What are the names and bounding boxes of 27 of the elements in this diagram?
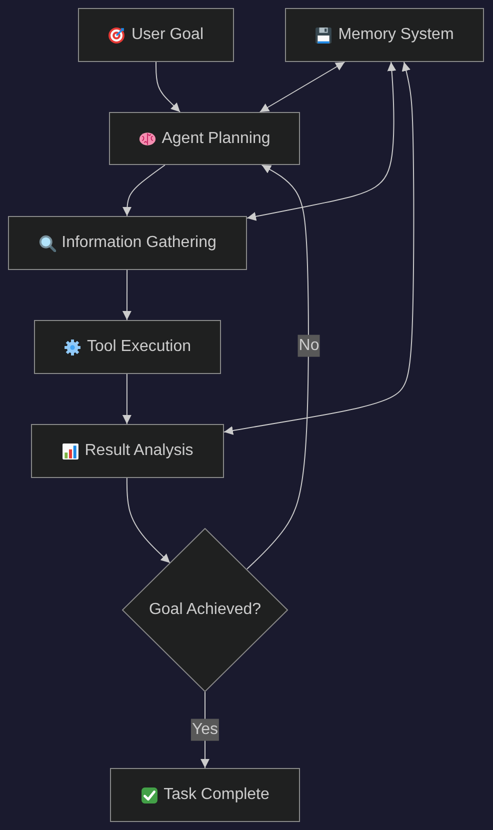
edge-label: No — [298, 334, 320, 358]
process-box — [8, 216, 247, 270]
node-label: Goal Achieved? — [148, 600, 262, 620]
node-label: Result Analysis — [84, 441, 194, 461]
arrow — [122, 164, 166, 216]
arrow — [246, 164, 309, 570]
arrow — [122, 374, 132, 424]
arrow — [246, 62, 396, 221]
process-box — [78, 8, 234, 62]
process-box — [34, 320, 221, 374]
node-label: Tool Execution — [86, 337, 192, 357]
arrow — [224, 62, 414, 435]
process-box — [285, 8, 484, 62]
process-box — [109, 112, 300, 165]
node-label: User Goal — [131, 25, 204, 45]
arrow — [122, 270, 132, 320]
node-label: Information Gathering — [62, 233, 216, 253]
process-box — [110, 768, 300, 822]
process-box — [31, 424, 224, 478]
decision-diamond — [122, 528, 288, 692]
arrow — [156, 62, 181, 112]
arrow — [259, 62, 346, 112]
node-label: Memory System — [338, 25, 454, 45]
node-label: Task Complete — [164, 785, 270, 805]
edge-label: Yes — [190, 718, 220, 742]
node-label: Agent Planning — [162, 128, 270, 148]
arrow — [126, 478, 170, 564]
